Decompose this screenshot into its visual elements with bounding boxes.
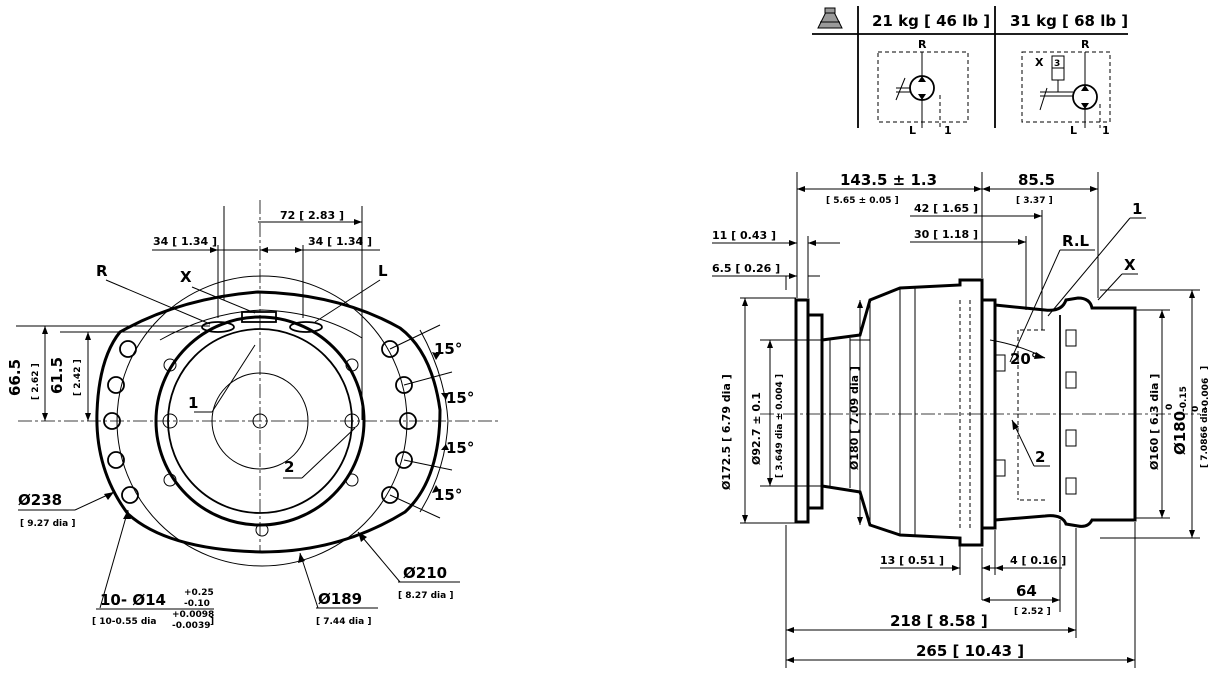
holes-tol-dn: -0.10 xyxy=(184,599,210,609)
weight-icon xyxy=(817,7,843,29)
schem-b-1: 1 xyxy=(1102,124,1110,137)
hydraulic-schematic-b: R X 3 L 1 xyxy=(1021,38,1111,137)
dim-92-7-in: [ 3.649 dia ± 0.004 ] xyxy=(775,374,785,478)
angle-15-b: 15° xyxy=(446,389,474,407)
dim-34-left: 34 [ 1.34 ] xyxy=(153,235,217,248)
side-callout-2: 2 xyxy=(1035,448,1045,466)
dim-34-right: 34 [ 1.34 ] xyxy=(308,235,372,248)
dim-189: Ø189 xyxy=(318,590,362,608)
schem-b-x: X xyxy=(1035,56,1044,69)
dim-64: 64 xyxy=(1016,582,1037,600)
dim-85-5: 85.5 xyxy=(1018,171,1055,189)
angle-20: 20° xyxy=(1010,350,1038,368)
dim-210: Ø210 xyxy=(403,564,447,582)
dim-180-right-in: [ 7.0866 dia xyxy=(1200,407,1210,468)
weight-a: 21 kg [ 46 lb ] xyxy=(872,12,990,30)
dim-85-5-in: [ 3.37 ] xyxy=(1016,196,1053,206)
schem-a-l: L xyxy=(909,124,916,137)
angle-15-a: 15° xyxy=(434,340,462,358)
angle-15-c: 15° xyxy=(446,439,474,457)
weight-b: 31 kg [ 68 lb ] xyxy=(1010,12,1128,30)
holes-inch-dn: -0.0039 xyxy=(172,621,210,631)
dim-64-in: [ 2.52 ] xyxy=(1014,607,1051,617)
holes-callout: 10- Ø14 xyxy=(100,591,166,609)
label-L: L xyxy=(378,262,388,280)
dim-180-right: Ø180 xyxy=(1171,411,1189,455)
callout-2: 2 xyxy=(284,458,294,476)
side-callout-1: 1 xyxy=(1132,200,1142,218)
side-view: 143.5 ± 1.3 [ 5.65 ± 0.05 ] 85.5 [ 3.37 … xyxy=(712,171,1211,668)
dim-210-in: [ 8.27 dia ] xyxy=(398,591,453,601)
mounting-holes xyxy=(103,340,417,537)
dim-72: 72 [ 2.83 ] xyxy=(280,209,344,222)
dim-13: 13 [ 0.51 ] xyxy=(880,554,944,567)
dim-30: 30 [ 1.18 ] xyxy=(914,228,978,241)
holes-inch: [ 10-0.55 dia xyxy=(92,617,156,627)
dim-4: 4 [ 0.16 ] xyxy=(1010,554,1066,567)
dim-180-in: Ø180 [ 7.09 dia ] xyxy=(848,366,861,470)
dim-66-5-in: [ 2.62 ] xyxy=(31,363,41,400)
dim-180-right-dn: -0.15 xyxy=(1179,386,1189,412)
hydraulic-schematic-a: R L 1 xyxy=(877,38,969,137)
side-callout-RL: R.L xyxy=(1062,232,1090,250)
dim-180-right-in-end: ] xyxy=(1200,366,1210,370)
angle-15-d: 15° xyxy=(434,486,462,504)
holes-inch-up: +0.0098 xyxy=(172,610,214,620)
callout-1: 1 xyxy=(188,394,198,412)
dim-92-7: Ø92.7 ± 0.1 xyxy=(750,392,763,465)
dim-265: 265 [ 10.43 ] xyxy=(916,642,1024,660)
label-X: X xyxy=(180,268,192,286)
front-view: 72 [ 2.83 ] 34 [ 1.34 ] 34 [ 1.34 ] R X … xyxy=(6,200,498,631)
dim-61-5: 61.5 xyxy=(48,357,66,394)
dim-238-in: [ 9.27 dia ] xyxy=(20,519,75,529)
dim-238: Ø238 xyxy=(18,491,62,509)
schem-b-r: R xyxy=(1081,38,1090,51)
dim-180-right-in-up: 0 xyxy=(1191,406,1201,412)
flange-circle xyxy=(154,315,366,527)
schem-b-l: L xyxy=(1070,124,1077,137)
side-housing-outline xyxy=(794,278,984,547)
holes-inch-end: ] xyxy=(210,617,214,627)
side-callout-X: X xyxy=(1124,256,1136,274)
bolt-circle xyxy=(116,275,408,567)
dim-66-5: 66.5 xyxy=(6,359,24,396)
dim-11: 11 [ 0.43 ] xyxy=(712,229,776,242)
schem-a-1: 1 xyxy=(944,124,952,137)
label-R: R xyxy=(96,262,108,280)
front-housing-outline xyxy=(95,290,442,554)
schem-a-r: R xyxy=(918,38,927,51)
dim-218: 218 [ 8.58 ] xyxy=(890,612,988,630)
schem-b-3: 3 xyxy=(1054,59,1060,69)
dim-180-right-in-dn: -0.006 xyxy=(1201,378,1211,410)
dim-180-right-up: 0 xyxy=(1165,404,1175,410)
dim-172-5: Ø172.5 [ 6.79 dia ] xyxy=(720,374,733,490)
dim-6-5: 6.5 [ 0.26 ] xyxy=(712,262,780,275)
weight-table: 21 kg [ 46 lb ] 31 kg [ 68 lb ] R L 1 xyxy=(812,6,1128,137)
dim-160: Ø160 [ 6.3 dia ] xyxy=(1148,374,1161,470)
dim-61-5-in: [ 2.42 ] xyxy=(73,359,83,396)
dim-189-in: [ 7.44 dia ] xyxy=(316,617,371,627)
dim-143-5: 143.5 ± 1.3 xyxy=(840,171,937,189)
holes-tol-up: +0.25 xyxy=(184,588,214,598)
dim-143-5-in: [ 5.65 ± 0.05 ] xyxy=(826,196,899,206)
dim-42: 42 [ 1.65 ] xyxy=(914,202,978,215)
